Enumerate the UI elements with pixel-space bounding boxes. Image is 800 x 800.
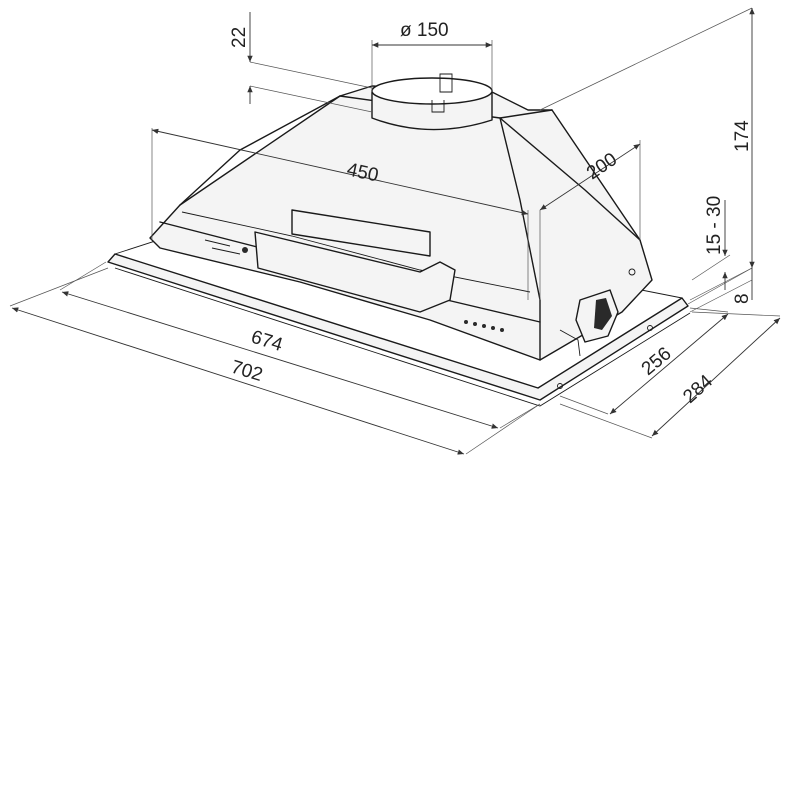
- dimension-lines: [9, 7, 781, 455]
- label-duct-height: 22: [229, 27, 250, 48]
- side-bracket: [559, 289, 619, 357]
- hood-body: [107, 73, 691, 407]
- label-total-height: 174: [732, 120, 753, 152]
- label-overall-depth: 284: [679, 371, 717, 408]
- label-adjust-range: 15 - 30: [704, 196, 725, 255]
- label-cutout-depth: 256: [638, 343, 676, 379]
- duct-collar: [371, 73, 493, 131]
- filter-grip: [291, 209, 431, 257]
- label-overall-width: 702: [229, 357, 265, 386]
- label-duct-diameter: ø 150: [400, 20, 449, 41]
- label-panel-thickness: 8: [732, 293, 753, 304]
